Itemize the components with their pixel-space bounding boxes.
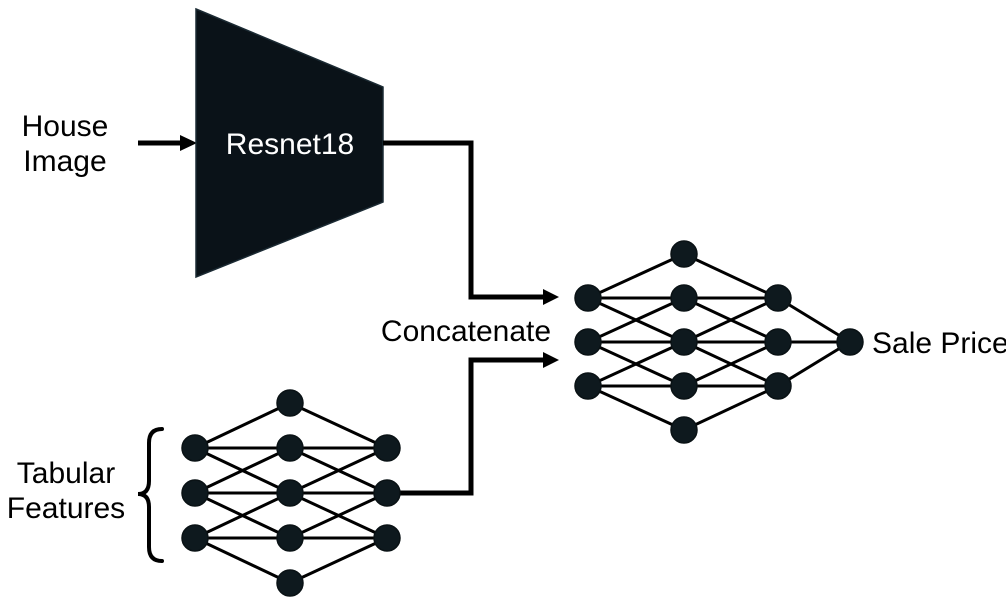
network-node [764, 328, 792, 356]
image-feature-path-arrow [383, 140, 559, 305]
network-node [670, 328, 698, 356]
network-node [276, 389, 304, 417]
network-node [670, 416, 698, 444]
network-node [836, 328, 864, 356]
network-edge [587, 384, 685, 432]
network-edge [289, 491, 388, 540]
network-edge [683, 384, 779, 432]
tabular-feature-path-arrow [392, 352, 559, 496]
network-node [373, 524, 401, 552]
house-image-label-line2: Image [23, 145, 106, 178]
sale-price-label: Sale Price [872, 327, 1006, 360]
network-edge [587, 252, 685, 300]
network-node [574, 284, 602, 312]
network-node [670, 284, 698, 312]
network-edge [289, 401, 388, 450]
network-edge [587, 296, 685, 344]
house-image-label-line1: House [22, 110, 109, 143]
network-edge [289, 536, 388, 585]
network-node [276, 434, 304, 462]
network-node [181, 479, 209, 507]
network-node [373, 479, 401, 507]
resnet18-label: Resnet18 [226, 128, 354, 161]
network-node [373, 434, 401, 462]
arrowhead-icon [180, 135, 197, 151]
network-edge [194, 536, 291, 585]
network-edge [777, 340, 851, 388]
network-node [181, 434, 209, 462]
network-node [764, 284, 792, 312]
network-node [276, 524, 304, 552]
network-node [670, 372, 698, 400]
network-node [670, 240, 698, 268]
network-node [764, 372, 792, 400]
network-edge [194, 401, 291, 450]
network-edge [289, 446, 388, 495]
network-node [276, 569, 304, 597]
network-node [276, 479, 304, 507]
network-edge [683, 252, 779, 300]
network-edge [194, 446, 291, 495]
arrowhead-icon [543, 352, 559, 368]
network-edge [683, 296, 779, 344]
network-edge [683, 340, 779, 388]
network-node [574, 328, 602, 356]
fusion-network [574, 240, 864, 444]
resnet18-trapezoid [195, 7, 384, 279]
network-edge [194, 491, 291, 540]
curly-brace-icon [137, 427, 164, 563]
network-edge [587, 340, 685, 388]
network-node [574, 372, 602, 400]
house-input-arrow [138, 135, 197, 151]
tabular-network [181, 389, 401, 597]
tabular-features-label-line2: Features [7, 492, 125, 525]
tabular-features-label-line1: Tabular [17, 457, 115, 490]
network-node [181, 524, 209, 552]
arrowhead-icon [543, 289, 559, 305]
network-edge [777, 296, 851, 344]
concatenate-label: Concatenate [381, 315, 551, 348]
